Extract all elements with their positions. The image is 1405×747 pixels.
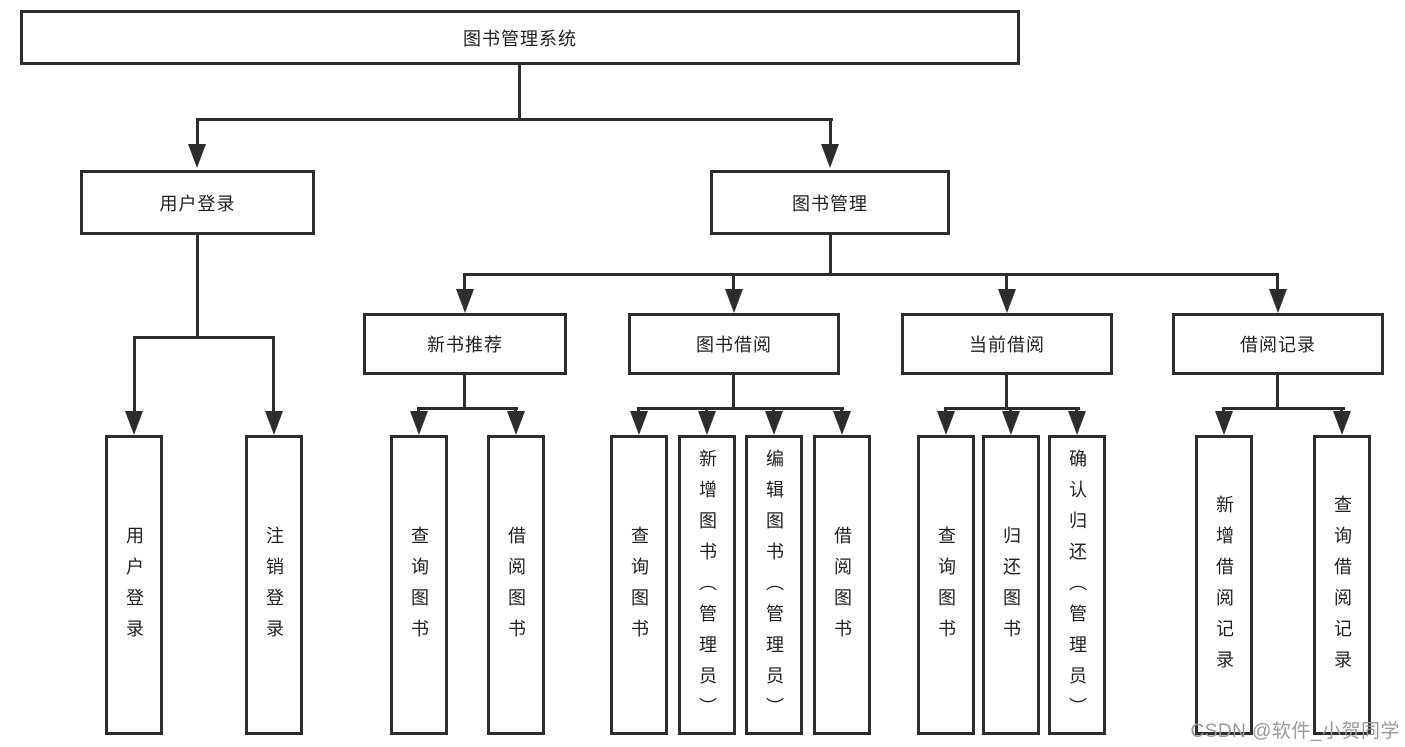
- arrow-down-icon: [507, 411, 525, 435]
- node-label: 新书推荐: [427, 335, 503, 355]
- arrow-down-icon: [698, 411, 716, 435]
- arrow-down-icon: [188, 144, 206, 168]
- connector-stem: [1276, 273, 1279, 291]
- leaf-add-borrow-record: 新增借阅记录: [1195, 435, 1253, 735]
- node-library-management-system: 图书管理系统: [20, 10, 1020, 65]
- arrow-down-icon: [833, 411, 851, 435]
- connector-vline: [732, 375, 735, 409]
- arrow-down-icon: [1215, 411, 1233, 435]
- arrow-down-icon: [725, 289, 743, 313]
- connector-book-management-vline: [829, 235, 832, 275]
- leaf-user-login: 用户登录: [105, 435, 163, 735]
- leaf-label: 用户登录: [124, 526, 144, 650]
- arrow-down-icon: [265, 411, 283, 435]
- arrow-down-icon: [1333, 411, 1351, 435]
- arrow-down-icon: [765, 411, 783, 435]
- arrow-down-icon: [937, 411, 955, 435]
- connector-stem: [133, 336, 136, 414]
- node-book-management: 图书管理: [710, 170, 950, 235]
- arrow-down-icon: [1002, 411, 1020, 435]
- node-user-login: 用户登录: [80, 170, 315, 235]
- connector-hline: [1222, 407, 1345, 410]
- connector-stem: [272, 336, 275, 414]
- connector-hline: [944, 407, 1080, 410]
- node-label: 用户登录: [159, 193, 236, 214]
- arrow-down-icon: [125, 411, 143, 435]
- connector-stem-user-login: [196, 118, 199, 146]
- leaf-label: 查询图书: [936, 526, 956, 650]
- connector-stem: [463, 273, 466, 291]
- leaf-logout: 注销登录: [245, 435, 303, 735]
- leaf-label: 编辑图书（管理员）: [764, 448, 784, 728]
- connector-hline: [637, 407, 844, 410]
- leaf-query-books-current: 查询图书: [917, 435, 975, 735]
- node-label: 图书管理: [792, 193, 868, 214]
- arrow-down-icon: [998, 289, 1016, 313]
- arrow-down-icon: [1068, 411, 1086, 435]
- connector-vline: [1276, 375, 1279, 409]
- leaf-borrow-books: 借阅图书: [813, 435, 871, 735]
- leaf-label: 新增借阅记录: [1214, 495, 1234, 681]
- node-new-book-recommendation: 新书推荐: [363, 313, 567, 375]
- leaf-add-books-admin: 新增图书（管理员）: [678, 435, 736, 735]
- csdn-watermark: CSDN @软件_小贺同学: [1190, 721, 1400, 742]
- leaf-label: 注销登录: [264, 526, 284, 650]
- leaf-edit-books-admin: 编辑图书（管理员）: [745, 435, 803, 735]
- leaf-query-books-recommendation: 查询图书: [390, 435, 448, 735]
- leaf-return-books: 归还图书: [982, 435, 1040, 735]
- leaf-query-borrow-record: 查询借阅记录: [1313, 435, 1371, 735]
- node-borrowing-records: 借阅记录: [1172, 313, 1384, 375]
- leaf-label: 归还图书: [1001, 526, 1021, 650]
- connector-stem: [1005, 273, 1008, 291]
- arrow-down-icon: [1269, 289, 1287, 313]
- arrow-down-icon: [630, 411, 648, 435]
- leaf-label: 查询借阅记录: [1332, 495, 1352, 681]
- arrow-down-icon: [456, 289, 474, 313]
- leaf-label: 确认归还（管理员）: [1067, 448, 1087, 728]
- connector-stem-book-management: [829, 118, 832, 146]
- leaf-label: 新增图书（管理员）: [697, 448, 717, 728]
- connector-vline: [463, 375, 466, 409]
- leaf-borrow-books-recommendation: 借阅图书: [487, 435, 545, 735]
- node-label: 图书管理系统: [463, 28, 577, 49]
- connector-hline: [417, 407, 518, 410]
- node-current-borrowing: 当前借阅: [901, 313, 1113, 375]
- arrow-down-icon: [821, 144, 839, 168]
- connector-user-login-hline: [133, 336, 275, 339]
- connector-root-vline: [518, 65, 521, 121]
- node-label: 当前借阅: [969, 335, 1045, 355]
- leaf-confirm-return-admin: 确认归还（管理员）: [1048, 435, 1106, 735]
- connector-vline: [1005, 375, 1008, 409]
- node-label: 图书借阅: [696, 335, 772, 355]
- leaf-label: 借阅图书: [832, 526, 852, 650]
- node-label: 借阅记录: [1240, 335, 1316, 355]
- leaf-label: 借阅图书: [506, 526, 526, 650]
- connector-user-login-vline: [196, 235, 199, 338]
- leaf-label: 查询图书: [409, 526, 429, 650]
- connector-root-hline: [196, 118, 833, 121]
- connector-book-management-hline: [463, 273, 1279, 276]
- arrow-down-icon: [410, 411, 428, 435]
- leaf-label: 查询图书: [629, 526, 649, 650]
- leaf-query-books-borrowing: 查询图书: [610, 435, 668, 735]
- node-book-borrowing: 图书借阅: [628, 313, 840, 375]
- connector-stem: [732, 273, 735, 291]
